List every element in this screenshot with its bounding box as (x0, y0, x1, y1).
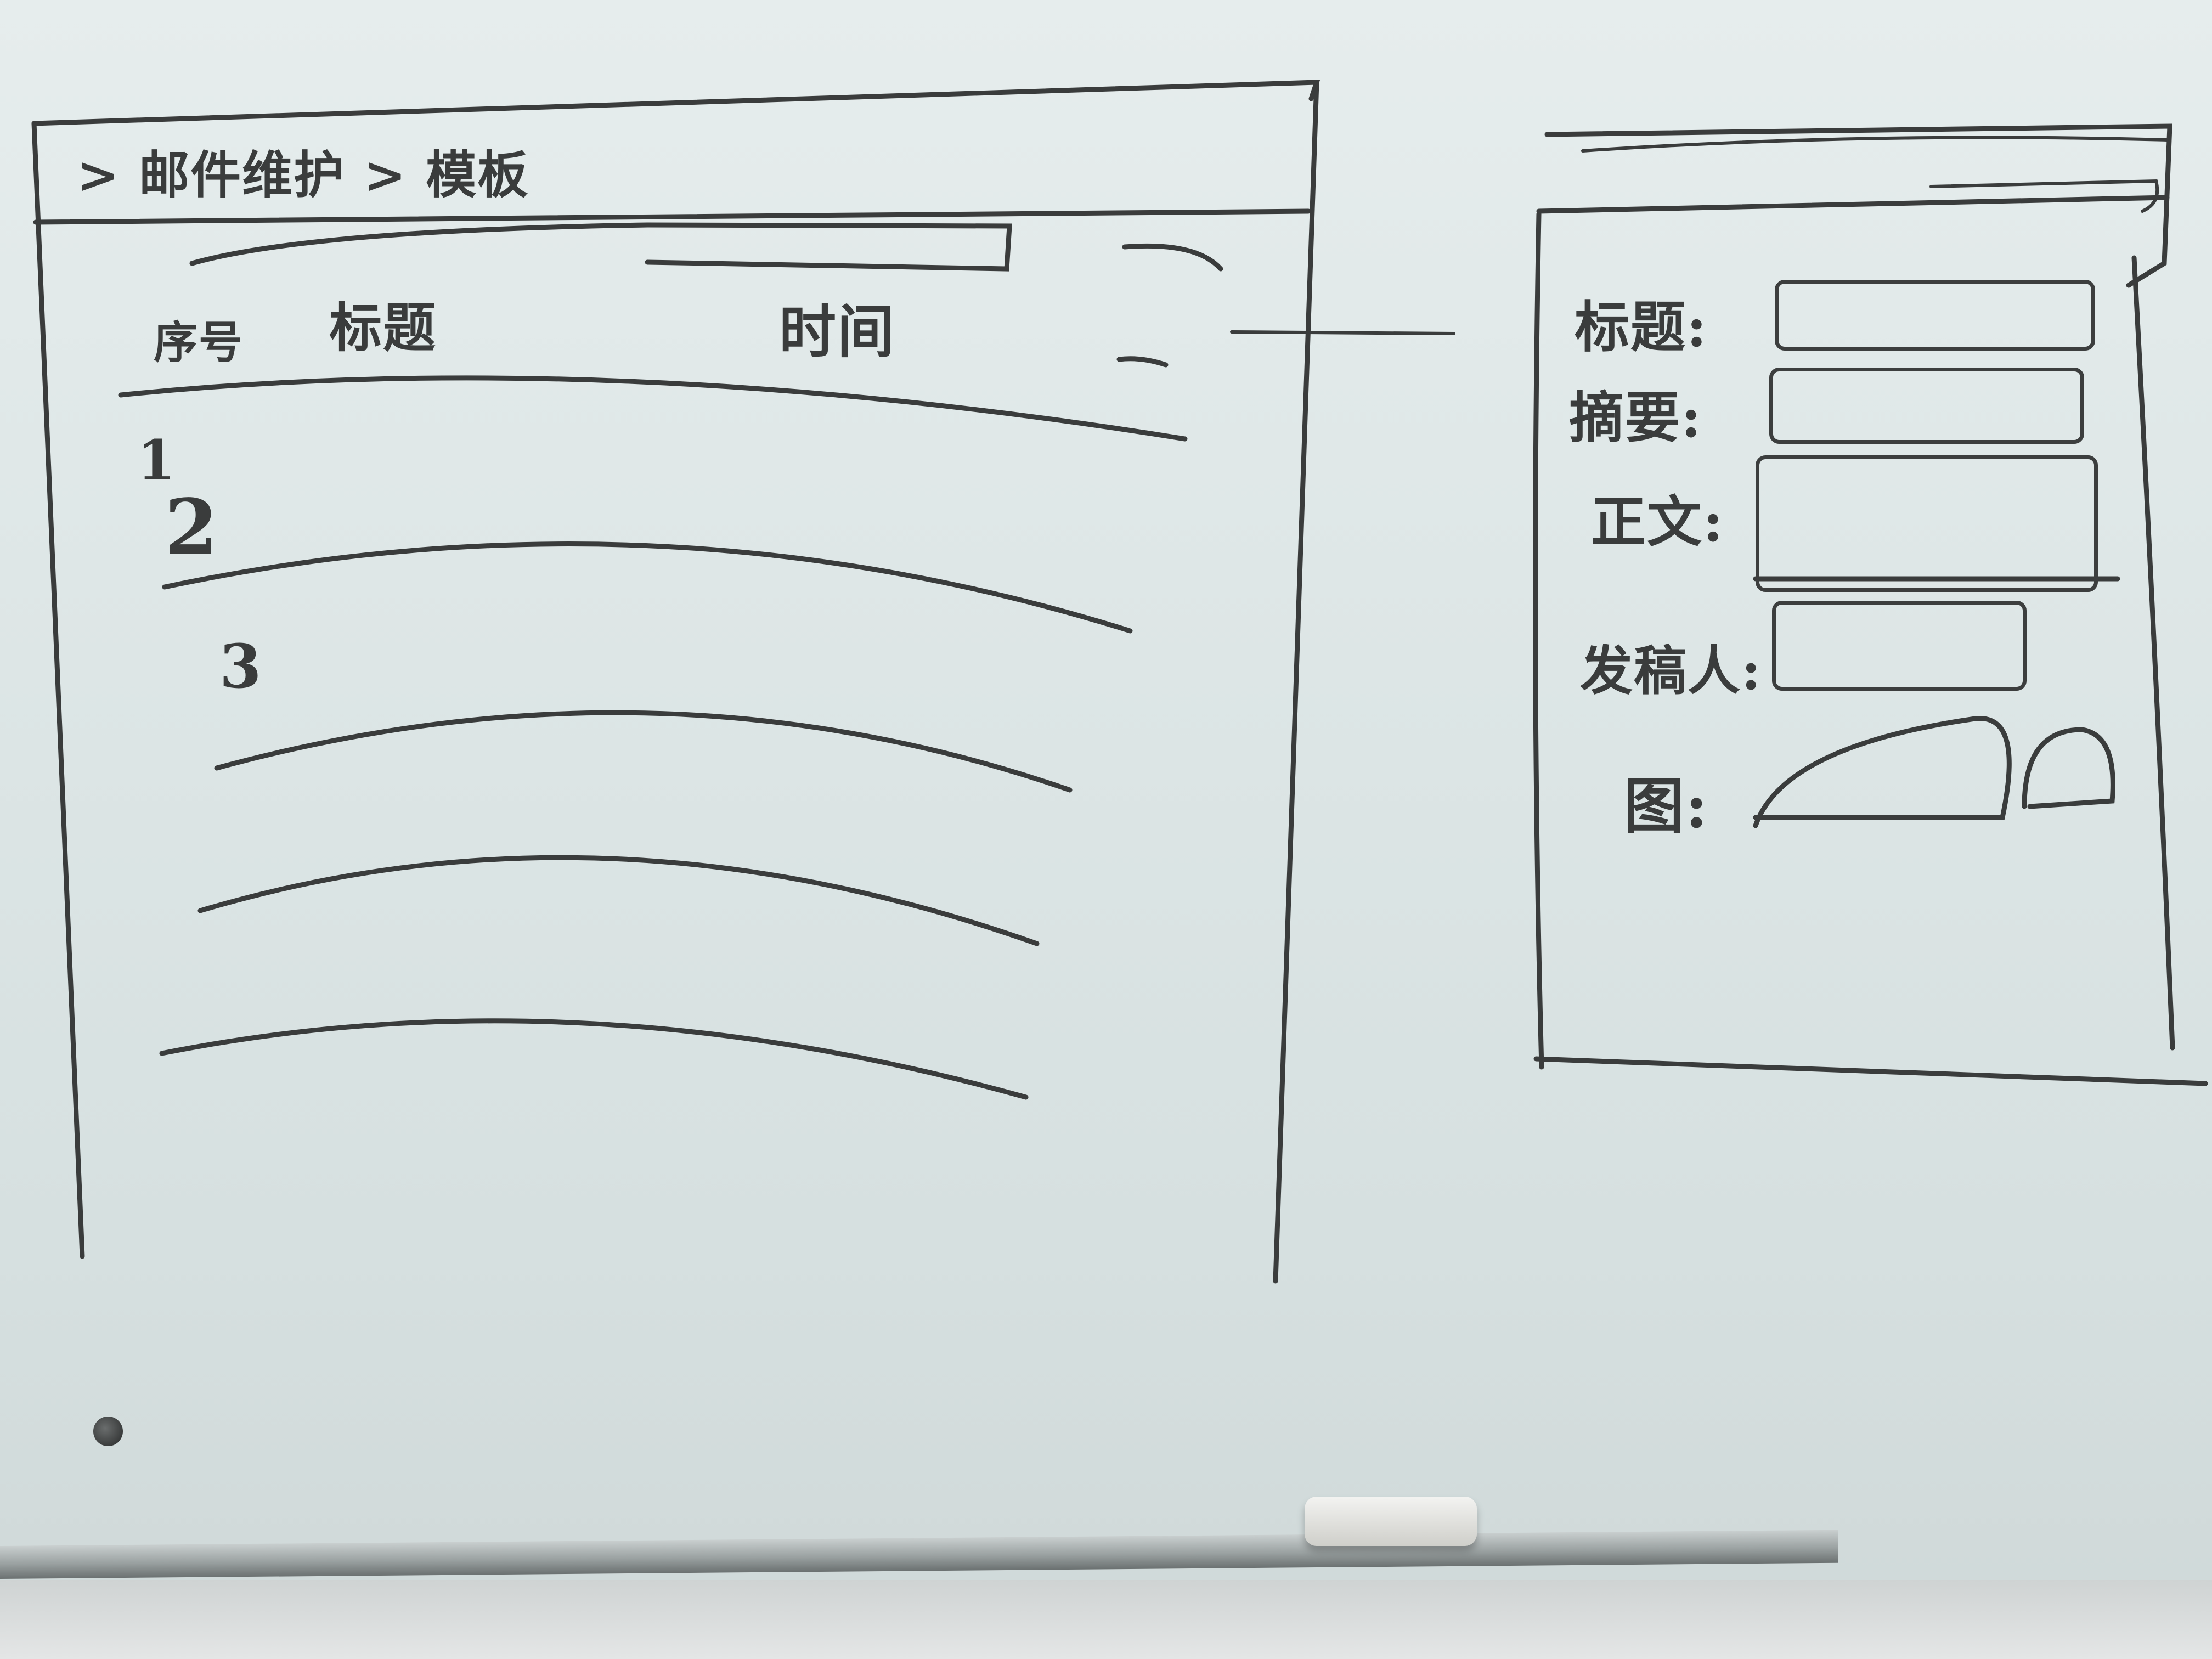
form-frame-top (1544, 123, 2172, 288)
form-frame-bottom (1533, 1056, 2208, 1086)
wireframe-strokes (31, 80, 2208, 1284)
form-frame-right (2131, 255, 2175, 1051)
body-textarea[interactable] (1756, 455, 2098, 592)
author-input[interactable] (1772, 601, 2027, 691)
row-divider (159, 1018, 1029, 1100)
field-label-body: 正文: (1591, 489, 1724, 554)
breadcrumb-divider (33, 208, 1311, 225)
summary-input[interactable] (1769, 368, 2084, 444)
whiteboard: > 邮件维护 > 模板 序号 标题 时间 1 2 3 标题: 摘要: 正文: 发… (31, 80, 2208, 1284)
column-header-title: 标题 (329, 297, 437, 359)
search-bar-outline (189, 222, 1012, 272)
image-placeholder-2 (2022, 727, 2115, 809)
breadcrumb[interactable]: > 邮件维护 > 模板 (77, 145, 529, 205)
row-divider (162, 541, 1133, 634)
list-frame-top-border (31, 80, 1321, 126)
magnet (93, 1417, 123, 1446)
column-header-time: 时间 (779, 298, 896, 365)
row-divider (214, 710, 1073, 793)
field-label-summary: 摘要: (1569, 385, 1702, 450)
eraser (1305, 1497, 1477, 1546)
field-label-image: 图: (1624, 771, 1709, 842)
field-label-author: 发稿人: (1580, 640, 1762, 702)
table-header-divider (118, 375, 1188, 442)
title-input[interactable] (1775, 280, 2095, 351)
list-row-index[interactable]: 2 (165, 483, 219, 573)
list-frame-right-border (1273, 80, 1319, 1284)
image-placeholder-1 (1753, 716, 2012, 828)
field-label-title: 标题: (1575, 295, 1708, 359)
list-row-index[interactable]: 1 (137, 428, 177, 493)
floor (0, 1580, 2212, 1659)
form-frame-left (1533, 211, 1544, 1070)
column-header-index: 序号 (154, 317, 244, 368)
row-divider (198, 855, 1040, 946)
list-row-index[interactable]: 3 (219, 631, 263, 702)
list-frame-left-border (31, 121, 85, 1259)
